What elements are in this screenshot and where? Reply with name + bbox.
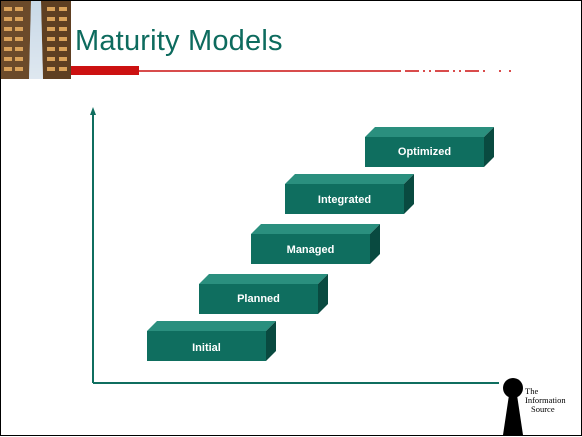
step-box-planned xyxy=(199,274,328,314)
keyhole-icon xyxy=(503,378,523,435)
step-box-managed xyxy=(251,224,380,264)
step-label-planned: Planned xyxy=(237,293,280,305)
title-underline xyxy=(71,66,511,75)
information-source-logo: The Information Source xyxy=(499,375,582,437)
axes xyxy=(90,107,499,384)
step-label-managed: Managed xyxy=(286,244,335,256)
step-label-initial: Initial xyxy=(192,342,221,354)
page-title: Maturity Models xyxy=(75,25,283,57)
step-box-initial xyxy=(147,321,276,361)
y-axis-arrowhead xyxy=(90,107,96,115)
step-box-integrated xyxy=(285,174,414,214)
step-label-integrated: Integrated xyxy=(317,194,372,206)
logo-line-1: The xyxy=(525,386,539,396)
logo-line-3: Source xyxy=(531,404,555,414)
step-label-optimized: Optimized xyxy=(397,146,452,158)
building-photo xyxy=(1,1,71,79)
logo-text: The Information Source xyxy=(525,387,566,414)
step-box-optimized xyxy=(365,127,494,167)
logo-line-2: Information xyxy=(525,395,566,405)
